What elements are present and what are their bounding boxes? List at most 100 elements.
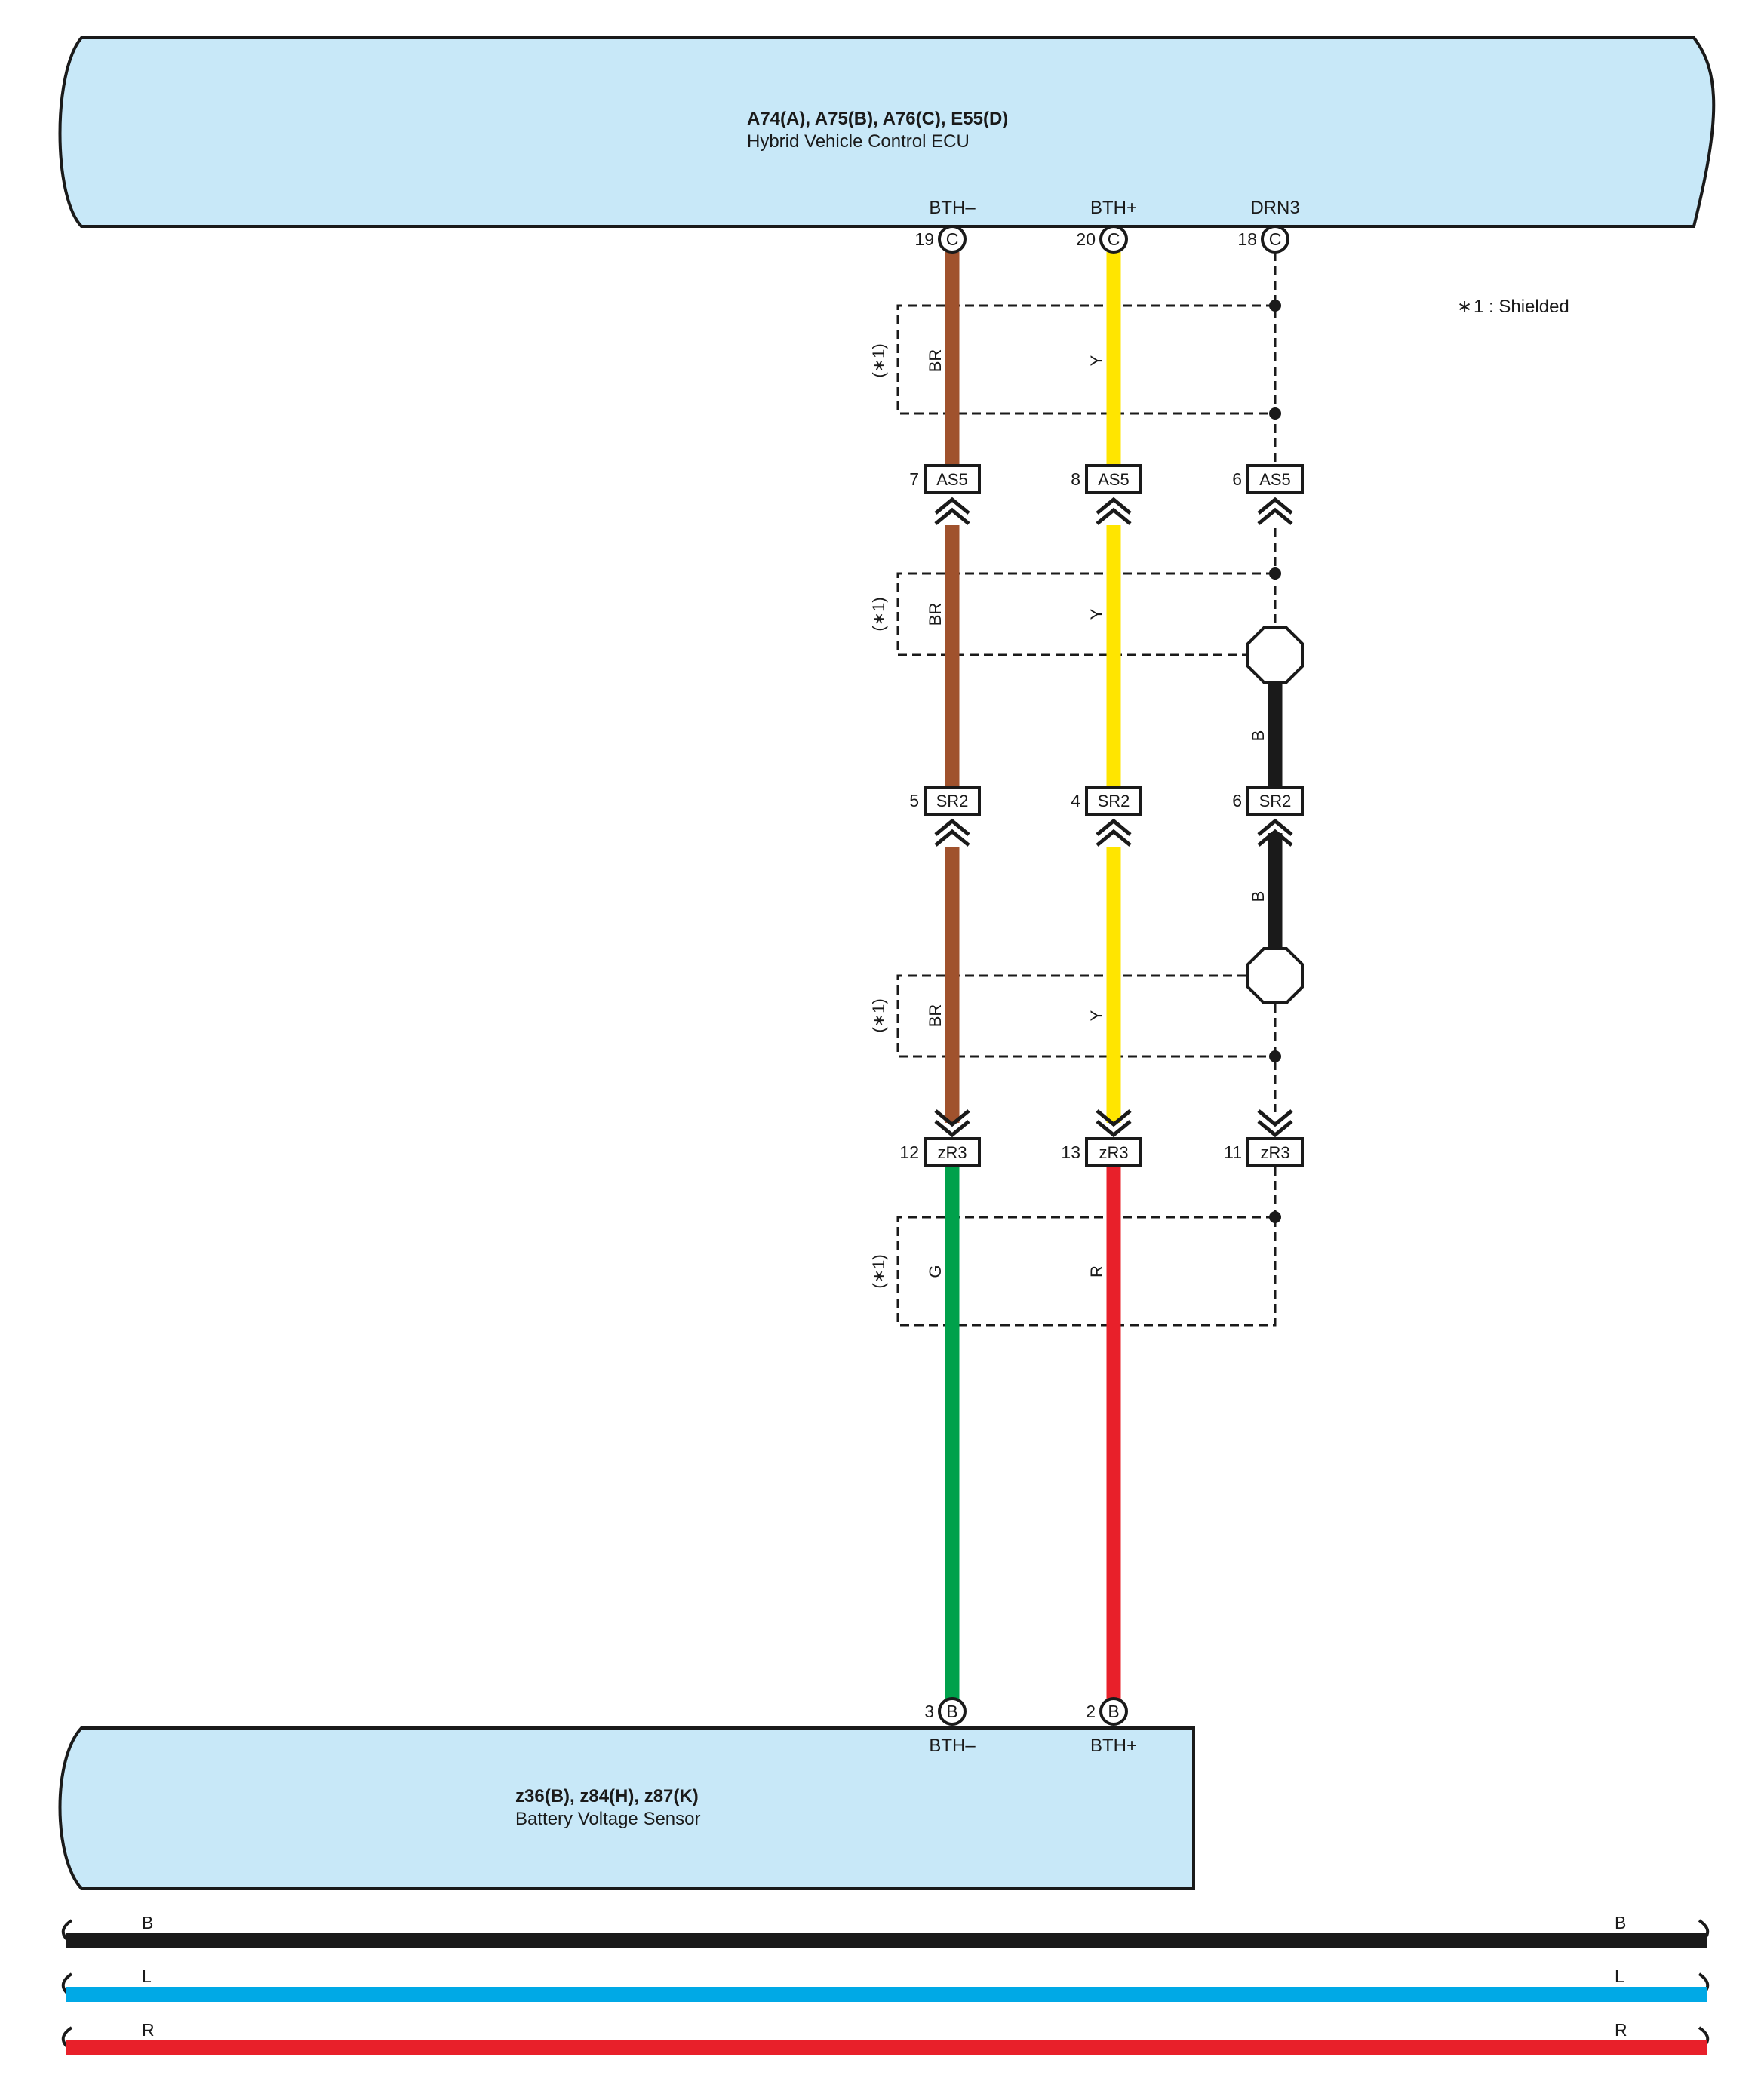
connector-pin-number: 6 [1232, 469, 1242, 489]
wire-label-br: BR [926, 349, 945, 373]
connector-box [924, 1137, 981, 1167]
connector-label: SR2 [936, 792, 969, 810]
pin-circle [1099, 225, 1128, 254]
note-symbol: ∗ [1457, 297, 1472, 317]
connector-label: AS5 [936, 470, 968, 489]
connector-box [1085, 464, 1142, 494]
connector-pin-number: 5 [909, 791, 919, 810]
legend-label-right: B [1615, 1913, 1626, 1932]
chevron-up-icon [934, 818, 970, 847]
octagon-junction-upper [1246, 626, 1304, 684]
chevron-up-icon [1096, 497, 1132, 525]
pin-circle [1099, 1697, 1128, 1726]
shielded-note: ∗ 1 : Shielded [1457, 297, 1569, 317]
shield-mark: (∗1) [869, 343, 888, 377]
ecu-subtitle: Hybrid Vehicle Control ECU [747, 131, 970, 152]
shield-mark: (∗1) [869, 1254, 888, 1288]
connector-label: AS5 [1098, 470, 1130, 489]
chevron-up-icon [1096, 818, 1132, 847]
connector-pin-number: 11 [1224, 1142, 1242, 1162]
wire-label-y: Y [1087, 355, 1106, 366]
ecu-pin-name-bth-minus: BTH– [929, 198, 976, 218]
pin-connector-letter: B [946, 1702, 957, 1721]
connector-box [1085, 786, 1142, 816]
connector-as5: AS5 AS5 AS5 7 8 6 [909, 464, 1304, 494]
pin-number: 2 [1086, 1702, 1096, 1721]
shield-marks: (∗1) (∗1) (∗1) (∗1) [869, 343, 888, 1288]
connector-label: SR2 [1098, 792, 1130, 810]
wire-label-br: BR [926, 603, 945, 626]
connector-box [924, 464, 981, 494]
wire-label-y: Y [1087, 1010, 1106, 1021]
pin-connector-letter: C [946, 229, 959, 249]
shield-box-1 [896, 304, 1275, 415]
chevron-up-icon [934, 497, 970, 525]
pin-number: 20 [1076, 229, 1096, 249]
octagon-nodes [1246, 626, 1304, 1004]
ecu-pin-name-bth-plus: BTH+ [1090, 198, 1137, 218]
sensor-pin-name-bth-plus: BTH+ [1090, 1736, 1137, 1756]
ecu-component: A74(A), A75(B), A76(C), E55(D) Hybrid Ve… [58, 36, 1716, 228]
ecu-pin-name-drn3: DRN3 [1250, 198, 1299, 218]
chevrons [934, 497, 1293, 1138]
pin-circle [938, 225, 967, 254]
pin-number: 19 [914, 229, 934, 249]
connector-box [1246, 786, 1304, 816]
sensor-pins: B B 3 2 [924, 1697, 1128, 1726]
shield-box-4 [896, 1216, 1277, 1327]
ecu-box [58, 36, 1716, 228]
connector-sr2: SR2 SR2 SR2 5 4 6 [909, 786, 1304, 816]
pin-connector-letter: C [1269, 229, 1282, 249]
sensor-component: z36(B), z84(H), z87(K) Battery Voltage S… [58, 1726, 1195, 1890]
inline-connectors: AS5 AS5 AS5 7 8 6 SR2 SR2 SR2 5 4 6 zR3 … [899, 464, 1304, 1167]
legend-labels: B B L L R R [142, 1913, 1627, 2040]
connector-pin-number: 7 [909, 469, 919, 489]
connector-box [1246, 464, 1304, 494]
wire-label-g: G [926, 1265, 945, 1278]
wire-label-b: B [1249, 730, 1268, 742]
sensor-pin-name-bth-minus: BTH– [929, 1736, 976, 1756]
connector-box [924, 786, 981, 816]
wire-label-b: B [1249, 891, 1268, 902]
splice-dot [1269, 300, 1281, 312]
chevron-down-icon [1257, 1109, 1293, 1138]
pin-number: 18 [1237, 229, 1257, 249]
splice-dots [1269, 300, 1281, 1223]
pin-circle [938, 1697, 967, 1726]
wire-label-y: Y [1087, 608, 1106, 620]
splice-dot [1269, 567, 1281, 580]
connector-box [1085, 1137, 1142, 1167]
color-legend [61, 1919, 1710, 2055]
pin-number: 3 [924, 1702, 934, 1721]
pin-circle [1261, 225, 1289, 254]
connector-label: AS5 [1259, 470, 1291, 489]
ecu-pins: C C C 19 20 18 [914, 225, 1289, 254]
legend-label-right: L [1615, 1966, 1624, 1986]
connector-pin-number: 12 [899, 1142, 919, 1162]
sensor-subtitle: Battery Voltage Sensor [515, 1809, 700, 1829]
pin-connector-letter: B [1108, 1702, 1119, 1721]
connector-pin-number: 4 [1071, 791, 1080, 810]
shield-box-2 [896, 572, 1275, 656]
shield-mark: (∗1) [869, 998, 888, 1032]
sensor-title: z36(B), z84(H), z87(K) [515, 1786, 699, 1806]
chevron-up-icon [1257, 818, 1293, 847]
connector-label: SR2 [1259, 792, 1292, 810]
chevron-down-icon [1096, 1109, 1132, 1138]
sensor-box [58, 1726, 1195, 1890]
note-text: 1 : Shielded [1474, 297, 1569, 317]
wires [945, 252, 1283, 1699]
splice-dot [1269, 1211, 1281, 1223]
connector-label: zR3 [1260, 1143, 1289, 1162]
connector-pin-number: 13 [1061, 1142, 1080, 1162]
wire-label-r: R [1087, 1265, 1106, 1278]
legend-label-left: B [142, 1913, 153, 1932]
splice-dot [1269, 1050, 1281, 1062]
legend-label-right: R [1615, 2020, 1627, 2040]
connector-box [1246, 1137, 1304, 1167]
pin-connector-letter: C [1108, 229, 1120, 249]
legend-label-left: L [142, 1966, 152, 1986]
legend-label-left: R [142, 2020, 155, 2040]
shield-boxes [896, 304, 1277, 1327]
